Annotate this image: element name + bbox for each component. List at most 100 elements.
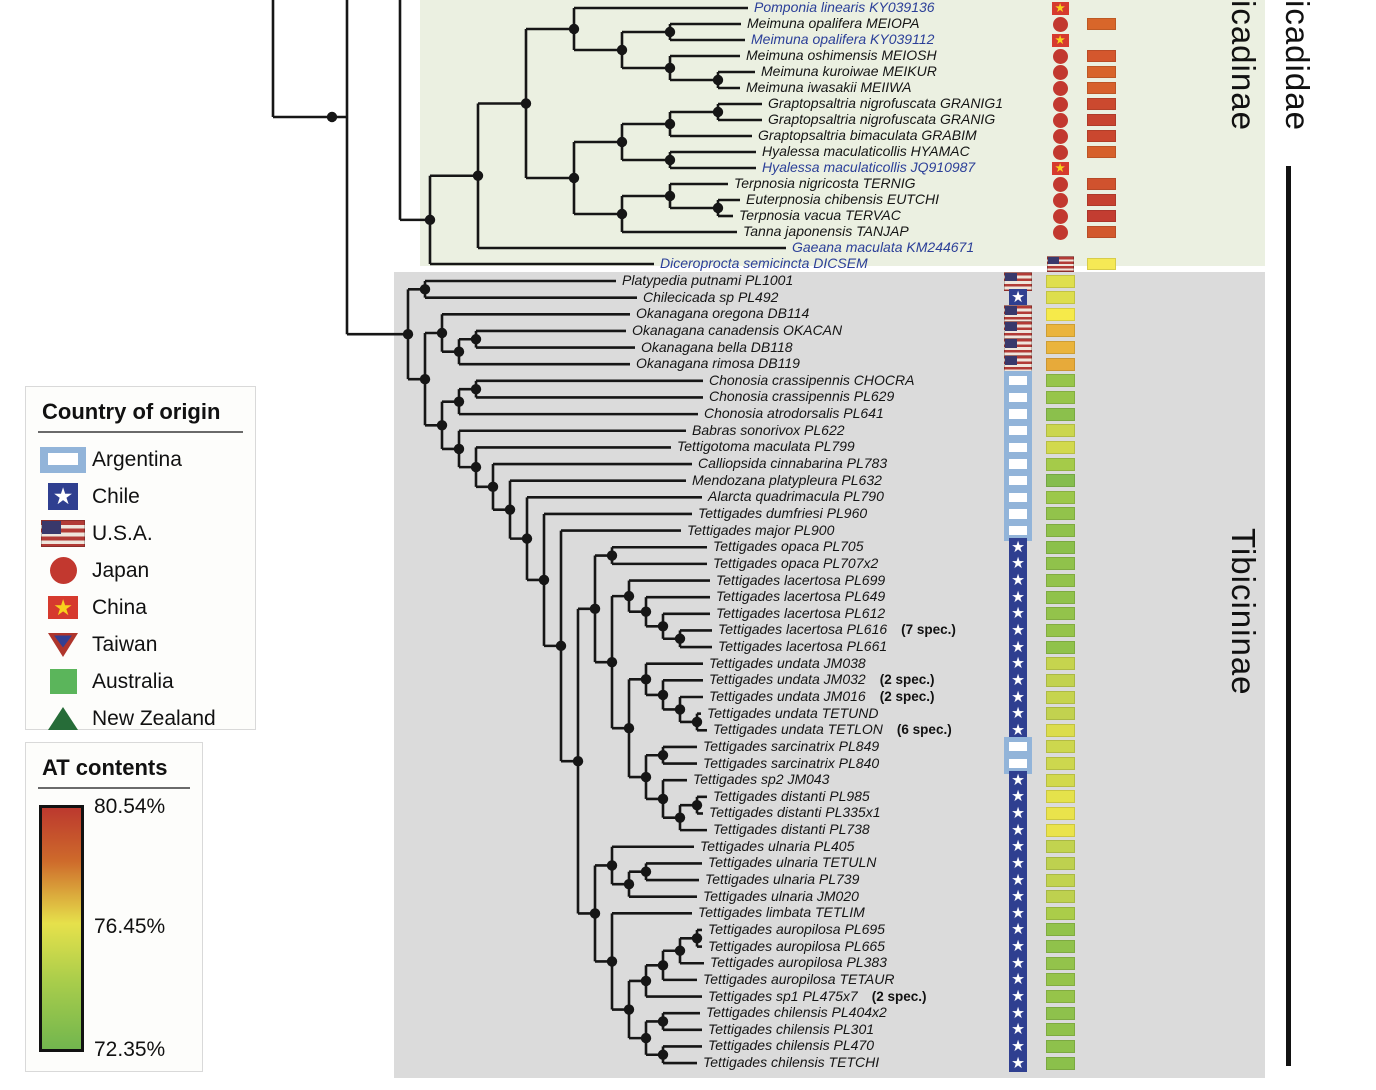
argentina-flag-icon (1004, 454, 1032, 475)
taxon-label: Tettigades lacertosa PL612 (716, 604, 886, 621)
usa-flag-canton (1047, 257, 1059, 265)
argentina-flag-band (1008, 442, 1027, 452)
at-content-chip (1046, 357, 1075, 371)
at-gradient-bar (39, 805, 84, 1052)
at-content-chip (1087, 226, 1116, 238)
at-content-chip (1046, 324, 1075, 338)
taxon-label: Tettigades ulnaria TETULN (708, 854, 877, 871)
taxon-label: Chonosia atrodorsalis PL641 (704, 405, 884, 422)
chile-flag-icon: ★ (1009, 288, 1027, 307)
chile-flag-icon: ★ (1009, 804, 1027, 823)
taxon-label: Meimuna oshimensis MEIOSH (746, 47, 937, 63)
legend-icon-cell: ★ (34, 595, 92, 620)
at-content-chip (1087, 194, 1116, 206)
argentina-flag-band (1008, 492, 1027, 502)
chile-flag-icon: ★ (1009, 654, 1027, 673)
chile-flag-icon: ★ (1009, 1004, 1027, 1023)
chile-flag-icon: ★ (1009, 987, 1027, 1006)
at-content-chip (1087, 66, 1116, 78)
usa-flag-canton (1005, 272, 1017, 282)
legend-icon-cell: ★ (34, 483, 92, 510)
at-content-chip (1046, 607, 1075, 621)
legend-item-taiwan: Taiwan (26, 626, 255, 663)
at-content-chip (1046, 374, 1075, 388)
japan-flag-icon (1052, 224, 1068, 240)
tibicininae-subfamily-label: Tibicininae (1225, 528, 1262, 696)
at-content-chip (1046, 956, 1075, 970)
specimen-count-note: (2 spec.) (879, 672, 935, 688)
specimen-count-note: (2 spec.) (879, 689, 935, 704)
taxon-label: Tettigades dumfriesi PL960 (698, 504, 868, 521)
at-content-chip (1087, 50, 1116, 62)
legend-icon-cell (34, 631, 92, 659)
japan-flag-icon (1052, 64, 1068, 80)
chile-flag-icon: ★ (1009, 1020, 1027, 1039)
taxon-label: Tettigades limbata TETLIM (698, 904, 865, 921)
argentina-flag-icon (1004, 387, 1032, 408)
chile-flag-icon: ★ (1009, 871, 1027, 890)
taxon-label: Tettigades major PL900 (687, 521, 835, 538)
at-content-chip (1046, 990, 1075, 1004)
at-content-chip (1046, 640, 1075, 654)
at-content-chip (1046, 973, 1075, 987)
taxon-label: Tettigades lacertosa PL699 (716, 571, 886, 588)
at-content-chip (1046, 806, 1075, 820)
taxon-label: Tettigades chilensis PL404x2 (706, 1004, 887, 1021)
chile-flag-icon: ★ (1009, 1037, 1027, 1056)
at-content-chip (1046, 540, 1075, 554)
at-content-chip (1046, 890, 1075, 904)
at-content-chip (1046, 723, 1075, 737)
legend-item-argentina: Argentina (26, 441, 255, 478)
at-content-chip (1046, 474, 1075, 488)
taxon-label: Tettigades undata JM016(2 spec.) (709, 688, 935, 704)
argentina-flag-icon (40, 446, 86, 473)
cicadidae-family-label: icadidae (1279, 0, 1316, 131)
at-content-chip (1046, 690, 1075, 704)
chile-flag-icon: ★ (1009, 538, 1027, 557)
usa-flag-canton (42, 521, 61, 534)
taxon-label: Tettigades undata TETLON(6 spec.) (713, 721, 952, 738)
taxon-label: Graptopsaltria bimaculata GRABIM (758, 127, 977, 143)
taxon-label: Okanagana canadensis OKACAN (632, 321, 843, 338)
chile-flag-icon: ★ (1009, 954, 1027, 973)
taxon-label: Babras sonorivox PL622 (692, 421, 845, 438)
at-max-label: 80.54% (94, 795, 166, 818)
japan-flag-icon (1052, 96, 1068, 112)
usa-flag-icon (41, 520, 85, 547)
taxon-label: Tettigades ulnaria JM020 (703, 887, 859, 904)
taxon-label: Tettigades opaca PL707x2 (713, 554, 879, 571)
argentina-flag-band (1008, 509, 1027, 519)
taxon-label: Okanagana oregona DB114 (636, 305, 810, 322)
legend-icon-cell (34, 557, 92, 584)
usa-flag-canton (1005, 355, 1017, 365)
argentina-flag-band (1008, 392, 1027, 403)
at-content-chip (1046, 940, 1075, 954)
chile-flag-icon: ★ (1009, 621, 1027, 640)
at-content-chip (1046, 440, 1075, 454)
taxon-label: Tettigades auropilosa PL383 (710, 954, 887, 971)
at-content-chip (1087, 82, 1116, 94)
japan-flag-icon (1052, 144, 1068, 160)
japan-flag-icon (1052, 208, 1068, 224)
at-content-chip (1046, 407, 1075, 421)
australia-flag-icon (49, 669, 77, 694)
at-content-chip (1046, 840, 1075, 854)
taxon-label: Diceroprocta semicincta DICSEM (660, 255, 868, 271)
taxon-label: Tettigades ulnaria PL739 (705, 871, 860, 888)
taxon-label: Calliopsida cinnabarina PL783 (698, 455, 888, 472)
at-content-chip (1046, 673, 1075, 687)
argentina-flag-icon (1004, 470, 1032, 491)
taxon-label: Tettigades sp1 PL475x7(2 spec.) (708, 987, 927, 1004)
at-content-chip (1046, 1006, 1075, 1020)
taxon-label: Tettigotoma maculata PL799 (677, 438, 855, 455)
at-content-chip (1046, 524, 1075, 538)
argentina-flag-icon (1004, 503, 1032, 524)
taxon-label: Chonosia crassipennis CHOCRA (709, 371, 915, 388)
taxon-label: Alarcta quadrimacula PL790 (708, 488, 884, 505)
taxon-label: Tettigades undata JM038 (709, 654, 866, 671)
at-content-chip (1046, 657, 1075, 671)
argentina-flag-band (47, 453, 78, 466)
at-content-chip (1046, 490, 1075, 504)
legend-item-label: Japan (92, 558, 150, 582)
